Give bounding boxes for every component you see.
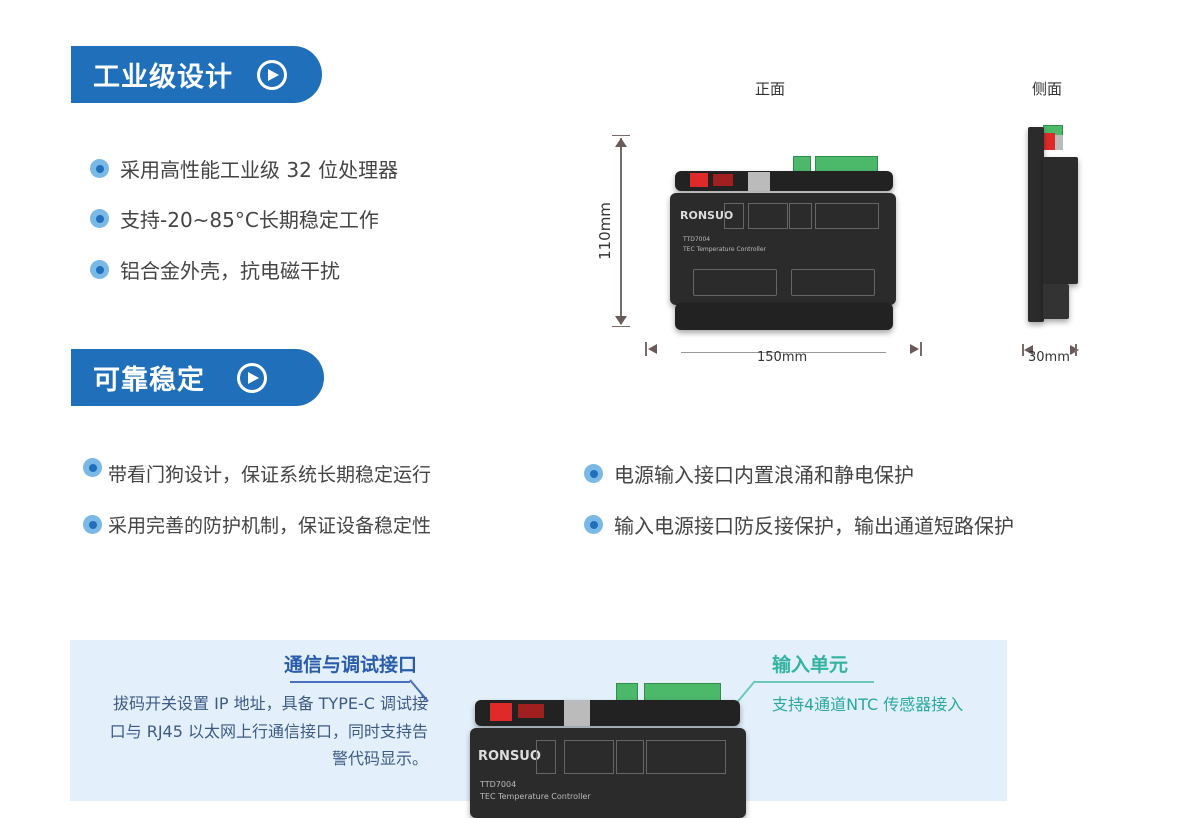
feature-text: 采用高性能工业级 32 位处理器 xyxy=(120,158,399,182)
section-header-industrial: 工业级设计 xyxy=(71,46,322,103)
brand-logo: RONSUO xyxy=(680,209,734,222)
feature-item: 采用完善的防护机制，保证设备稳定性 xyxy=(83,511,431,538)
feature-text: 采用完善的防护机制，保证设备稳定性 xyxy=(108,515,432,537)
bullet-icon xyxy=(83,515,102,534)
feature-text: 电源输入接口内置浪涌和静电保护 xyxy=(614,463,914,487)
feature-text: 铝合金外壳，抗电磁干扰 xyxy=(120,259,340,283)
width-label: 150mm xyxy=(757,350,808,365)
feature-text: 输入电源接口防反接保护，输出通道短路保护 xyxy=(614,514,1014,538)
input-callout-text: 支持4通道NTC 传感器接入 xyxy=(772,695,964,714)
arrow-circle-right-icon xyxy=(257,59,287,90)
feature-item: 带看门狗设计，保证系统长期稳定运行 xyxy=(83,458,432,487)
bullet-icon xyxy=(90,260,109,279)
depth-label: 30mm xyxy=(1028,350,1070,365)
comm-callout-title: 通信与调试接口 xyxy=(284,654,418,676)
section-header-reliable: 可靠稳定 xyxy=(71,349,324,406)
feature-text: 带看门狗设计，保证系统长期稳定运行 xyxy=(108,464,432,486)
feature-panel: 通信与调试接口 拔码开关设置 IP 地址，具备 TYPE-C 调试接 口与 RJ… xyxy=(70,640,1007,818)
feature-text: 支持-20~85°C长期稳定工作 xyxy=(120,208,379,232)
feature-item: 铝合金外壳，抗电磁干扰 xyxy=(90,255,340,284)
device-model: TTD7004 xyxy=(480,780,517,789)
device-name: TEC Temperature Controller xyxy=(480,792,591,801)
bullet-icon xyxy=(584,515,603,534)
feature-item: 支持-20~85°C长期稳定工作 xyxy=(90,204,379,233)
feature-item: 输入电源接口防反接保护，输出通道短路保护 xyxy=(584,510,1014,539)
section-title: 工业级设计 xyxy=(93,62,233,93)
input-callout-title: 输入单元 xyxy=(772,654,849,676)
device-model: TTD7004 xyxy=(683,236,711,243)
bullet-icon xyxy=(584,464,603,483)
height-label: 110mm xyxy=(595,202,614,260)
section-title: 可靠稳定 xyxy=(93,365,205,396)
side-view-label: 侧面 xyxy=(1032,80,1063,98)
front-view-label: 正面 xyxy=(755,80,786,98)
device-name: TEC Temperature Controller xyxy=(683,246,766,253)
bullet-icon xyxy=(83,458,102,477)
comm-line: 警代码显示。 xyxy=(331,749,428,768)
arrow-circle-right-icon xyxy=(237,362,267,393)
bullet-icon xyxy=(90,159,109,178)
bullet-icon xyxy=(90,209,109,228)
feature-item: 采用高性能工业级 32 位处理器 xyxy=(90,154,398,183)
feature-item: 电源输入接口内置浪涌和静电保护 xyxy=(584,459,914,488)
comm-callout-text: 拔码开关设置 IP 地址，具备 TYPE-C 调试接 口与 RJ45 以太网上行… xyxy=(110,690,428,773)
comm-line: 拔码开关设置 IP 地址，具备 TYPE-C 调试接 xyxy=(113,694,428,713)
comm-line: 口与 RJ45 以太网上行通信接口，同时支持告 xyxy=(109,721,428,741)
